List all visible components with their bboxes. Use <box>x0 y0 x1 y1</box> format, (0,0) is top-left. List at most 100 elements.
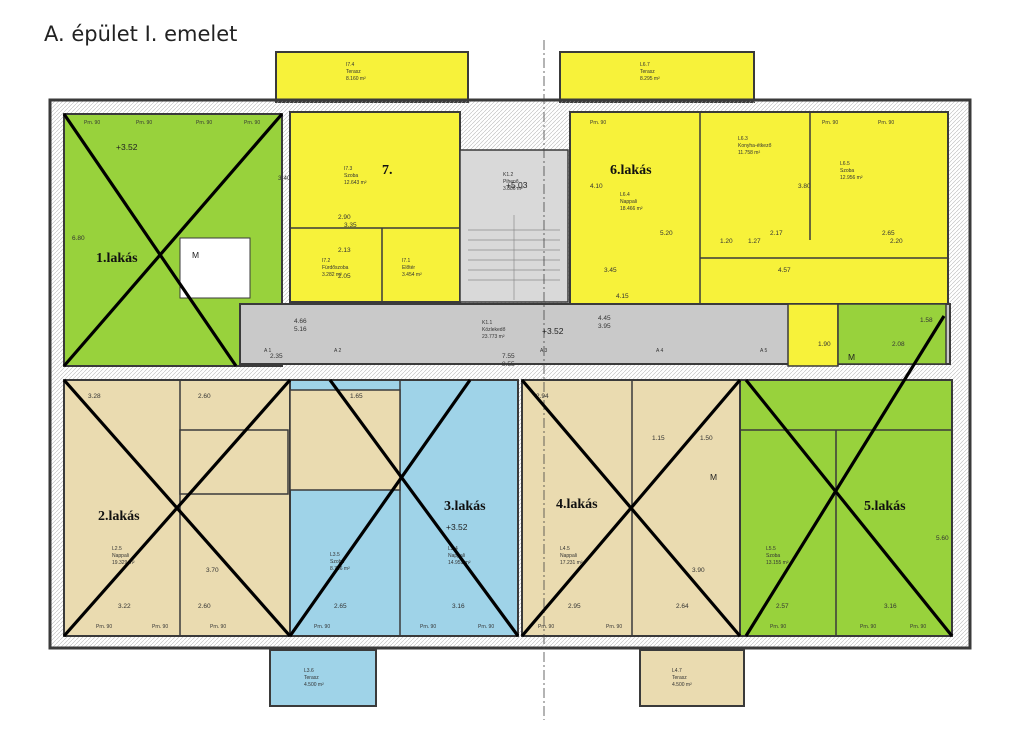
svg-text:L6.5: L6.5 <box>840 161 850 167</box>
svg-text:L5.5: L5.5 <box>766 546 776 552</box>
svg-text:7.55: 7.55 <box>502 353 515 360</box>
svg-text:17.231 m²: 17.231 m² <box>560 560 583 566</box>
svg-text:2.64: 2.64 <box>676 603 689 610</box>
svg-text:3.16: 3.16 <box>884 603 897 610</box>
apartment-3-area <box>289 379 519 637</box>
svg-text:1.50: 1.50 <box>700 435 713 442</box>
label-apartment-5: 5.lakás <box>864 499 906 514</box>
room-captions: K1.2 Pihenő 3.886 m² K1.1 Közlekedő 23.7… <box>112 136 863 572</box>
svg-text:1.90: 1.90 <box>818 341 831 348</box>
apartment-labels: 1.lakás 2.lakás 3.lakás 4.lakás 5.lakás … <box>96 163 906 524</box>
svg-text:19.329 m²: 19.329 m² <box>112 560 135 566</box>
terrace-top-right: L6.7 Terasz 8.295 m² <box>559 51 755 103</box>
svg-text:Prn. 90: Prn. 90 <box>420 624 436 630</box>
terrace-bottom-right: L4.7 Terasz 4.500 m² <box>639 649 745 707</box>
svg-text:3.90: 3.90 <box>692 567 705 574</box>
svg-text:A 5: A 5 <box>760 348 767 354</box>
svg-text:2.65: 2.65 <box>334 603 347 610</box>
svg-text:Konyha-étkező: Konyha-étkező <box>738 143 772 149</box>
svg-text:4.45: 4.45 <box>598 315 611 322</box>
svg-text:M: M <box>192 250 199 260</box>
cross-apartment-5 <box>744 315 954 638</box>
svg-text:Szoba: Szoba <box>766 553 780 559</box>
svg-text:1.15: 1.15 <box>652 435 665 442</box>
cross-apartment-2 <box>62 378 292 638</box>
svg-text:I7.4: I7.4 <box>346 62 355 68</box>
svg-text:2.95: 2.95 <box>568 603 581 610</box>
svg-text:Nappali: Nappali <box>560 553 577 559</box>
svg-text:1.65: 1.65 <box>350 393 363 400</box>
svg-text:4.15: 4.15 <box>616 293 629 300</box>
svg-text:Terasz: Terasz <box>672 675 687 681</box>
svg-text:L2.5: L2.5 <box>112 546 122 552</box>
level-markers: +3.52 +5.03 +3.52 +3.52 <box>116 142 564 532</box>
svg-text:Prn. 90: Prn. 90 <box>878 120 894 126</box>
svg-text:2.08: 2.08 <box>892 341 905 348</box>
svg-text:Szoba: Szoba <box>840 168 854 174</box>
svg-text:3.95: 3.95 <box>598 323 611 330</box>
svg-text:Prn. 90: Prn. 90 <box>860 624 876 630</box>
label-apartment-6: 6.lakás <box>610 163 652 178</box>
svg-text:3.16: 3.16 <box>452 603 465 610</box>
svg-text:K1.1: K1.1 <box>482 320 493 326</box>
apartment-7-area <box>289 111 461 303</box>
svg-text:Terasz: Terasz <box>640 69 655 75</box>
svg-text:Nappali: Nappali <box>448 553 465 559</box>
svg-text:2.57: 2.57 <box>776 603 789 610</box>
svg-text:+3.52: +3.52 <box>446 522 468 532</box>
svg-text:Nappali: Nappali <box>620 199 637 205</box>
svg-text:3.28: 3.28 <box>88 393 101 400</box>
svg-text:3.454 m²: 3.454 m² <box>402 272 422 278</box>
svg-text:Prn. 90: Prn. 90 <box>244 120 260 126</box>
svg-text:1.58: 1.58 <box>920 317 933 324</box>
svg-text:Terasz: Terasz <box>304 675 319 681</box>
svg-text:2.35: 2.35 <box>270 353 283 360</box>
svg-text:Prn. 90: Prn. 90 <box>196 120 212 126</box>
svg-text:2.17: 2.17 <box>770 230 783 237</box>
svg-text:A 2: A 2 <box>334 348 341 354</box>
label-apartment-1: 1.lakás <box>96 251 138 266</box>
svg-text:Prn. 90: Prn. 90 <box>590 120 606 126</box>
svg-text:Közlekedő: Közlekedő <box>482 327 506 333</box>
svg-text:8.736 m²: 8.736 m² <box>330 566 350 572</box>
svg-text:K1.2: K1.2 <box>503 172 514 178</box>
svg-text:Prn. 90: Prn. 90 <box>478 624 494 630</box>
svg-text:4.57: 4.57 <box>778 267 791 274</box>
svg-text:4.500 m²: 4.500 m² <box>672 682 692 688</box>
svg-text:12.956 m²: 12.956 m² <box>840 175 863 181</box>
svg-text:14.951 m²: 14.951 m² <box>448 560 471 566</box>
svg-text:Prn. 90: Prn. 90 <box>84 120 100 126</box>
svg-text:1.20: 1.20 <box>720 238 733 245</box>
svg-text:L4.5: L4.5 <box>560 546 570 552</box>
page-title: A. épület I. emelet <box>44 22 238 46</box>
svg-text:Prn. 90: Prn. 90 <box>822 120 838 126</box>
svg-text:L4.7: L4.7 <box>672 668 682 674</box>
svg-text:L6.7: L6.7 <box>640 62 650 68</box>
svg-text:Szoba: Szoba <box>344 173 358 179</box>
svg-text:L3.5: L3.5 <box>330 552 340 558</box>
cross-marks <box>62 112 954 638</box>
svg-text:M: M <box>848 352 855 362</box>
svg-text:1.27: 1.27 <box>748 238 761 245</box>
svg-text:2.90: 2.90 <box>338 214 351 221</box>
svg-text:I7.2: I7.2 <box>322 258 331 264</box>
svg-text:3.80: 3.80 <box>798 183 811 190</box>
svg-text:2.20: 2.20 <box>890 238 903 245</box>
svg-text:11.758 m²: 11.758 m² <box>738 150 760 156</box>
terrace-top-left: I7.4 Terasz 8.160 m² <box>275 51 469 103</box>
svg-text:8.295 m²: 8.295 m² <box>640 76 660 82</box>
svg-text:5.16: 5.16 <box>294 326 307 333</box>
svg-text:2.05: 2.05 <box>338 273 351 280</box>
fixtures: M M M Prn. 90 Prn. 90 Prn. 90 Prn. 90 Pr… <box>84 120 926 630</box>
label-apartment-4: 4.lakás <box>556 497 598 512</box>
svg-text:18.466 m²: 18.466 m² <box>620 206 643 212</box>
svg-text:A 3: A 3 <box>540 348 547 354</box>
svg-text:L6.4: L6.4 <box>620 192 630 198</box>
label-apartment-7: 7. <box>382 163 393 178</box>
label-apartment-3: 3.lakás <box>444 499 486 514</box>
corridor <box>239 303 951 367</box>
svg-text:8.55: 8.55 <box>502 361 515 368</box>
terrace-bottom-left: L3.6 Terasz 4.500 m² <box>269 649 377 707</box>
svg-text:2.13: 2.13 <box>338 247 351 254</box>
svg-text:Prn. 90: Prn. 90 <box>136 120 152 126</box>
